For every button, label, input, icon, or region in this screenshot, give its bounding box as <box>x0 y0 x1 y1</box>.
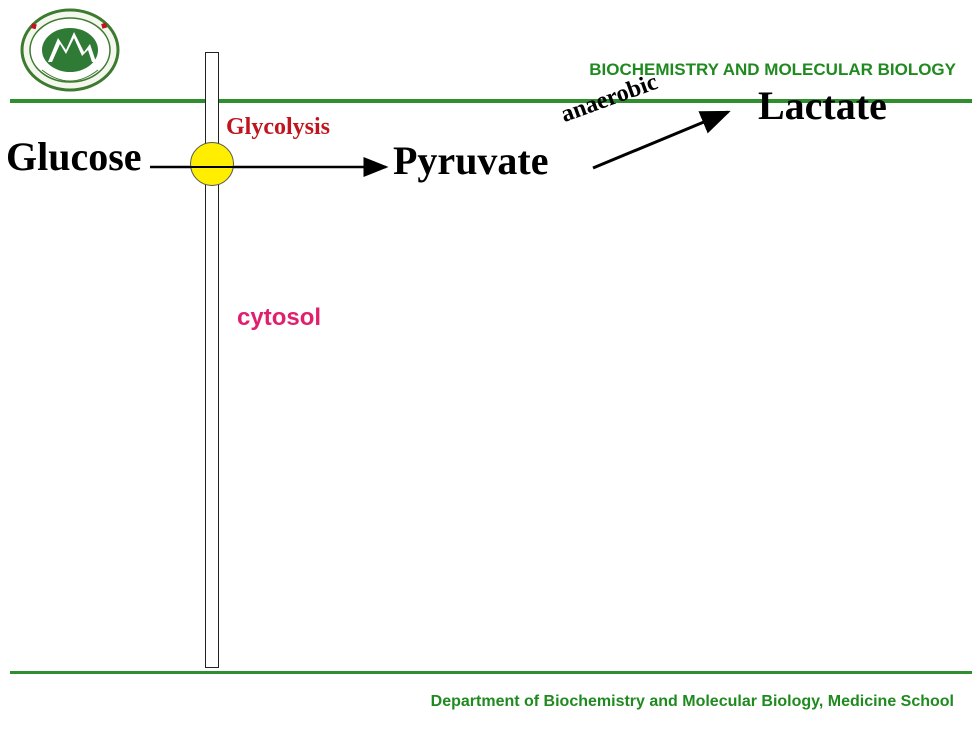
lactate-label: Lactate <box>758 83 887 128</box>
glycolysis-label: Glycolysis <box>226 114 331 140</box>
glucose-label: Glucose <box>6 134 142 179</box>
membrane-transporter <box>190 142 234 186</box>
footer-department: Department of Biochemistry and Molecular… <box>430 693 954 710</box>
university-logo: ◆ ◆ <box>18 6 122 94</box>
header-divider <box>10 99 972 103</box>
pyruvate-to-lactate-arrow <box>592 110 731 170</box>
cell-membrane <box>205 52 219 668</box>
footer-divider <box>10 671 972 674</box>
svg-text:◆: ◆ <box>29 20 40 32</box>
pyruvate-label: Pyruvate <box>393 138 549 183</box>
header-title: BIOCHEMISTRY AND MOLECULAR BIOLOGY <box>589 60 956 79</box>
svg-text:◆: ◆ <box>99 20 110 32</box>
university-seal-icon: ◆ ◆ <box>20 8 120 92</box>
cytosol-label: cytosol <box>237 304 322 331</box>
